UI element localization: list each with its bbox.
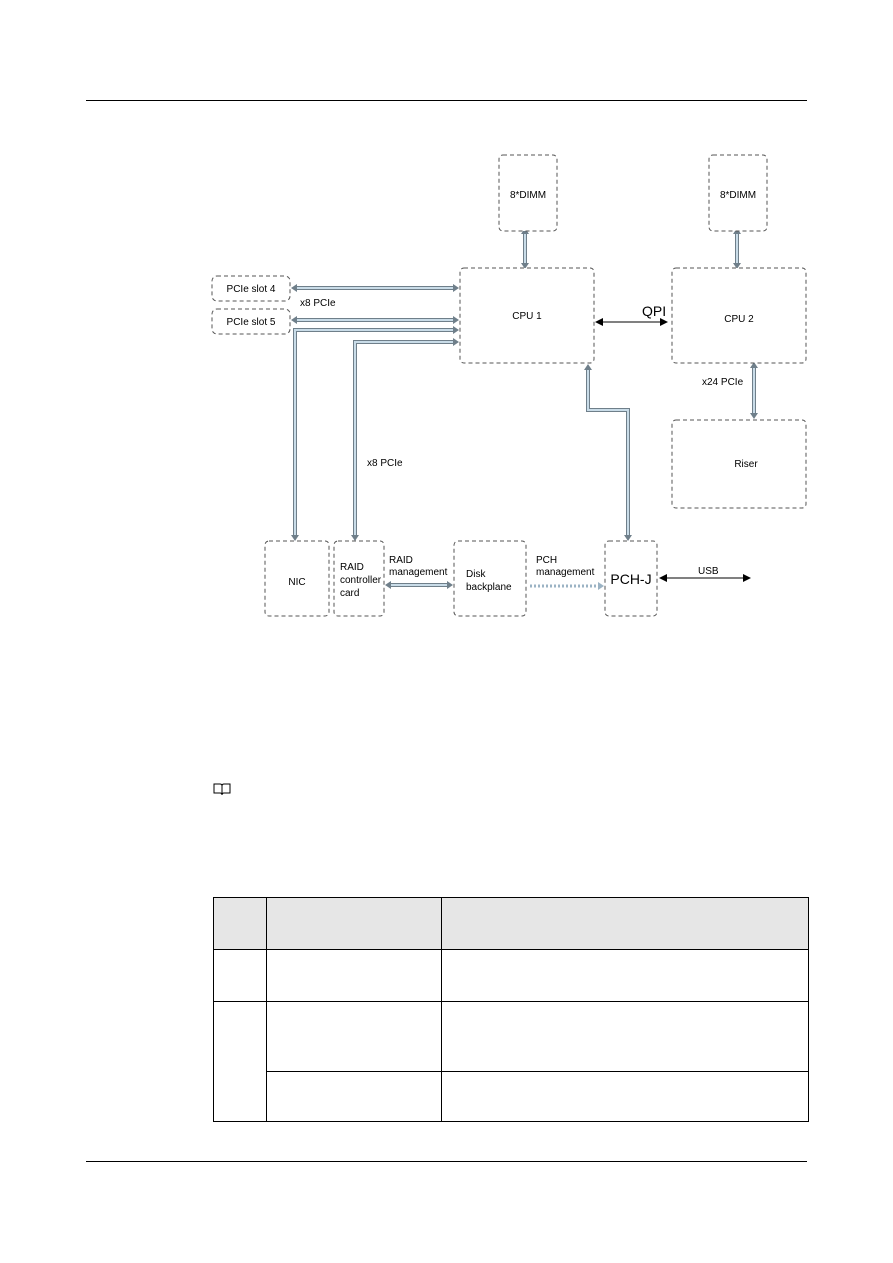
table-cell (266, 1071, 442, 1122)
pch-mgmt-label-2: management (536, 567, 595, 578)
cpu2-riser-arrows (750, 362, 758, 419)
pcie-slot5-box: PCIe slot 5 (211, 308, 291, 335)
pch-cpu1-arrows (584, 364, 632, 541)
riser-box: Riser (671, 419, 807, 509)
cpu2-label: CPU 2 (724, 314, 754, 325)
table-header-cell (441, 897, 809, 950)
disk-pch-arrow (598, 582, 604, 590)
spec-table (213, 897, 809, 1122)
table-row (213, 949, 809, 1002)
pcie-slot4-label: PCIe slot 4 (227, 284, 276, 295)
cpu2-box: CPU 2 (671, 267, 807, 364)
raid-mgmt-label-1: RAID (389, 555, 413, 566)
nic-label: NIC (288, 577, 305, 588)
table-header-row (213, 897, 809, 950)
book-icon (213, 783, 231, 796)
pcie-slot5-label: PCIe slot 5 (227, 317, 276, 328)
table-cell (266, 949, 442, 1002)
disk-label-2: backplane (466, 582, 512, 593)
usb-label: USB (698, 566, 719, 577)
table-header-cell (213, 897, 267, 950)
x24-pcie-label: x24 PCIe (702, 377, 744, 388)
table-row (213, 1001, 809, 1122)
pch-mgmt-label-1: PCH (536, 555, 557, 566)
disk-label-1: Disk (466, 569, 486, 580)
pcie-slot4-box: PCIe slot 4 (211, 275, 291, 302)
footer-rule (86, 1161, 807, 1162)
x8-pcie-label-top: x8 PCIe (300, 298, 336, 309)
qpi-label: QPI (642, 303, 666, 319)
cpu1-label: CPU 1 (512, 311, 542, 322)
riser-label: Riser (734, 459, 758, 470)
raid-label-3: card (340, 588, 359, 599)
table-cell (441, 949, 809, 1002)
pch-label: PCH-J (610, 571, 651, 587)
block-diagram: 8*DIMM 8*DIMM CPU 1 CPU 2 PCIe slot 4 PC… (211, 154, 807, 617)
dimm2-label: 8*DIMM (720, 190, 756, 201)
header-rule (86, 100, 807, 101)
raid-box: RAID controller card (333, 540, 385, 617)
table-cell (441, 1001, 809, 1072)
cpu1-box: CPU 1 (459, 267, 595, 364)
dimm1-box: 8*DIMM (498, 154, 558, 232)
table-cell (266, 1001, 442, 1072)
bus-lines (291, 228, 758, 590)
raid-label-1: RAID (340, 562, 364, 573)
dimm2-box: 8*DIMM (708, 154, 768, 232)
raid-label-2: controller (340, 575, 382, 586)
table-row (214, 1071, 809, 1122)
disk-backplane-box: Disk backplane (453, 540, 527, 617)
table-cell (213, 1001, 267, 1122)
table-header-cell (266, 897, 442, 950)
pch-box: PCH-J (604, 540, 658, 617)
raid-cpu1-arrows (351, 338, 459, 541)
nic-cpu1-arrows (291, 326, 459, 541)
nic-box: NIC (264, 540, 330, 617)
dimm1-label: 8*DIMM (510, 190, 546, 201)
table-cell (213, 949, 267, 1002)
x8-pcie-label-mid: x8 PCIe (367, 458, 403, 469)
table-cell (441, 1071, 809, 1122)
raid-mgmt-label-2: management (389, 567, 448, 578)
